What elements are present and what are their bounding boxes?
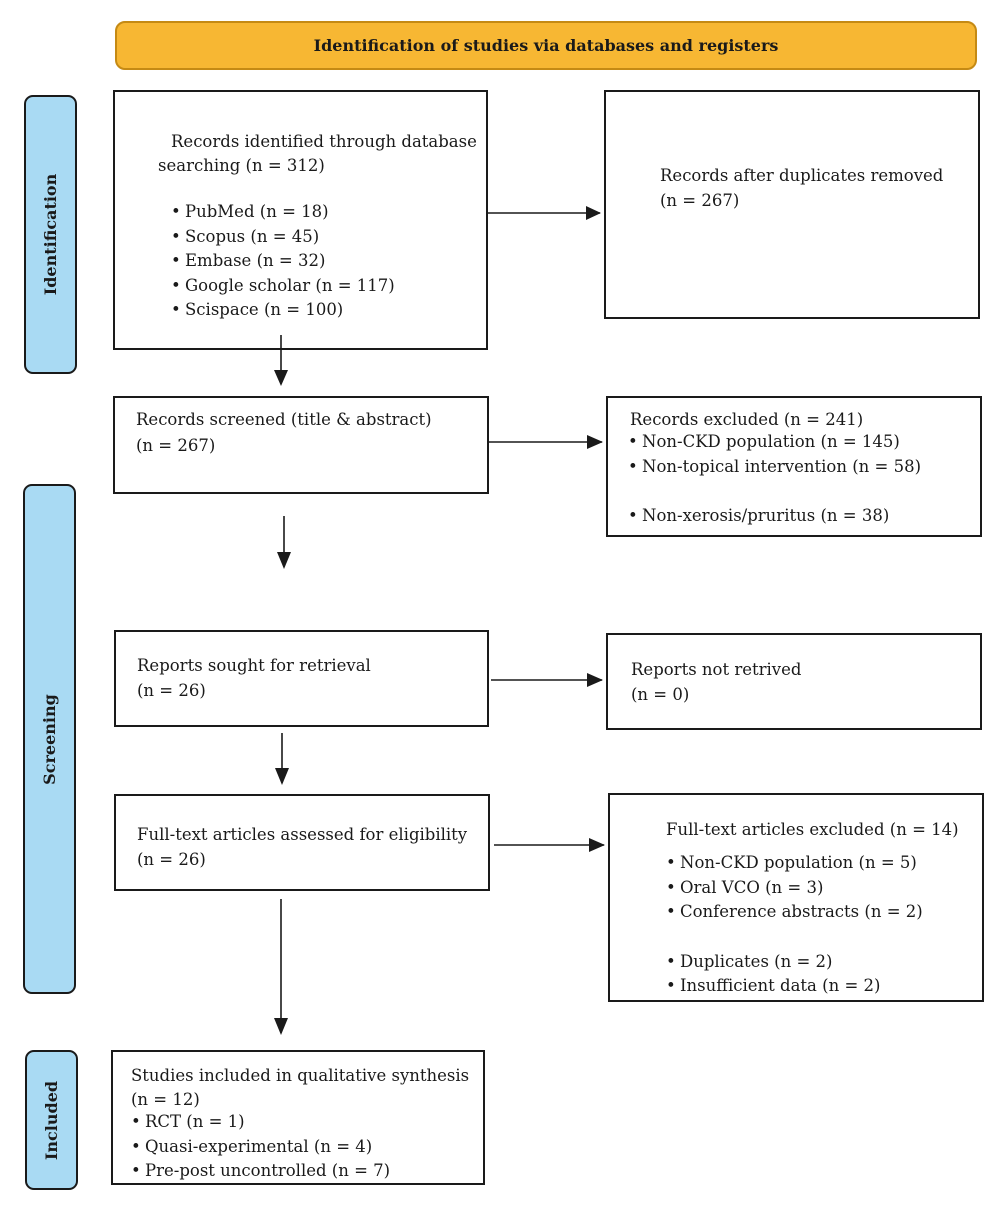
list-item: Quasi-experimental (n = 4) bbox=[131, 1135, 390, 1160]
arrowhead-screened-to-excluded bbox=[587, 435, 603, 449]
box-records-excluded: Records excluded (n = 241) Non-CKD popul… bbox=[606, 396, 982, 537]
studies-included-list: RCT (n = 1) Quasi-experimental (n = 4) P… bbox=[131, 1110, 390, 1184]
records-identified-line2: searching (n = 312) bbox=[158, 156, 325, 175]
arrowhead-sought-to-assessed bbox=[275, 768, 289, 785]
fulltext-assessed-line1: Full-text articles assessed for eligibil… bbox=[137, 825, 468, 844]
list-item: Non-topical intervention (n = 58) bbox=[628, 455, 921, 480]
arrowhead-identified-to-screened bbox=[274, 370, 288, 386]
arrowhead-identified-to-duplicates bbox=[586, 206, 601, 220]
arrowhead-screened-to-sought bbox=[277, 552, 291, 569]
list-item: Oral VCO (n = 3) bbox=[666, 876, 923, 901]
fulltext-assessed-line2: (n = 26) bbox=[137, 850, 206, 869]
records-excluded-list: Non-CKD population (n = 145) Non-topical… bbox=[628, 430, 921, 529]
list-item: Conference abstracts (n = 2) bbox=[666, 900, 923, 925]
list-item: Google scholar (n = 117) bbox=[171, 274, 395, 299]
list-item: Scopus (n = 45) bbox=[171, 225, 395, 250]
header-title: Identification of studies via databases … bbox=[313, 36, 779, 55]
list-item: PubMed (n = 18) bbox=[171, 200, 395, 225]
box-duplicates-removed: Records after duplicates removed (n = 26… bbox=[604, 90, 980, 319]
box-fulltext-excluded: Full-text articles excluded (n = 14) Non… bbox=[608, 793, 984, 1002]
records-identified-line1: Records identified through database bbox=[171, 132, 477, 151]
arrowhead-assessed-to-excluded bbox=[589, 838, 605, 852]
list-item: Non-CKD population (n = 145) bbox=[628, 430, 921, 455]
records-screened-line2: (n = 267) bbox=[136, 436, 216, 455]
fulltext-excluded-line1: Full-text articles excluded (n = 14) bbox=[666, 820, 959, 839]
reports-not-retrieved-line1: Reports not retrived bbox=[631, 660, 802, 679]
box-fulltext-assessed: Full-text articles assessed for eligibil… bbox=[114, 794, 490, 891]
box-studies-included: Studies included in qualitative synthesi… bbox=[111, 1050, 485, 1185]
box-reports-not-retrieved: Reports not retrived (n = 0) bbox=[606, 633, 982, 730]
reports-sought-line1: Reports sought for retrieval bbox=[137, 656, 371, 675]
fulltext-excluded-list: Non-CKD population (n = 5) Oral VCO (n =… bbox=[666, 851, 923, 999]
list-item: Insufficient data (n = 2) bbox=[666, 974, 923, 999]
arrowhead-sought-to-not-retrieved bbox=[587, 673, 603, 687]
list-item: Non-xerosis/pruritus (n = 38) bbox=[628, 504, 921, 529]
duplicates-removed-line2: (n = 267) bbox=[660, 191, 740, 210]
header-banner: Identification of studies via databases … bbox=[115, 21, 977, 70]
phase-screening: Screening bbox=[23, 484, 76, 994]
duplicates-removed-line1: Records after duplicates removed bbox=[660, 166, 944, 185]
list-item: Non-CKD population (n = 5) bbox=[666, 851, 923, 876]
list-item: Embase (n = 32) bbox=[171, 249, 395, 274]
box-records-screened: Records screened (title & abstract) (n =… bbox=[113, 396, 489, 494]
studies-included-line1: Studies included in qualitative synthesi… bbox=[131, 1066, 470, 1085]
records-excluded-line1: Records excluded (n = 241) bbox=[630, 410, 864, 429]
database-list: PubMed (n = 18) Scopus (n = 45) Embase (… bbox=[171, 200, 395, 323]
list-item: Scispace (n = 100) bbox=[171, 298, 395, 323]
records-screened-line1: Records screened (title & abstract) bbox=[136, 410, 432, 429]
list-item: RCT (n = 1) bbox=[131, 1110, 390, 1135]
studies-included-line2: (n = 12) bbox=[131, 1090, 200, 1109]
list-item: Pre-post uncontrolled (n = 7) bbox=[131, 1159, 390, 1184]
phase-included: Included bbox=[25, 1050, 78, 1190]
reports-not-retrieved-line2: (n = 0) bbox=[631, 685, 690, 704]
box-reports-sought: Reports sought for retrieval (n = 26) bbox=[114, 630, 489, 727]
reports-sought-line2: (n = 26) bbox=[137, 681, 206, 700]
arrowhead-assessed-to-included bbox=[274, 1018, 288, 1035]
list-item: Duplicates (n = 2) bbox=[666, 950, 923, 975]
phase-identification: Identification bbox=[24, 95, 77, 374]
box-records-identified: Records identified through database sear… bbox=[113, 90, 488, 350]
